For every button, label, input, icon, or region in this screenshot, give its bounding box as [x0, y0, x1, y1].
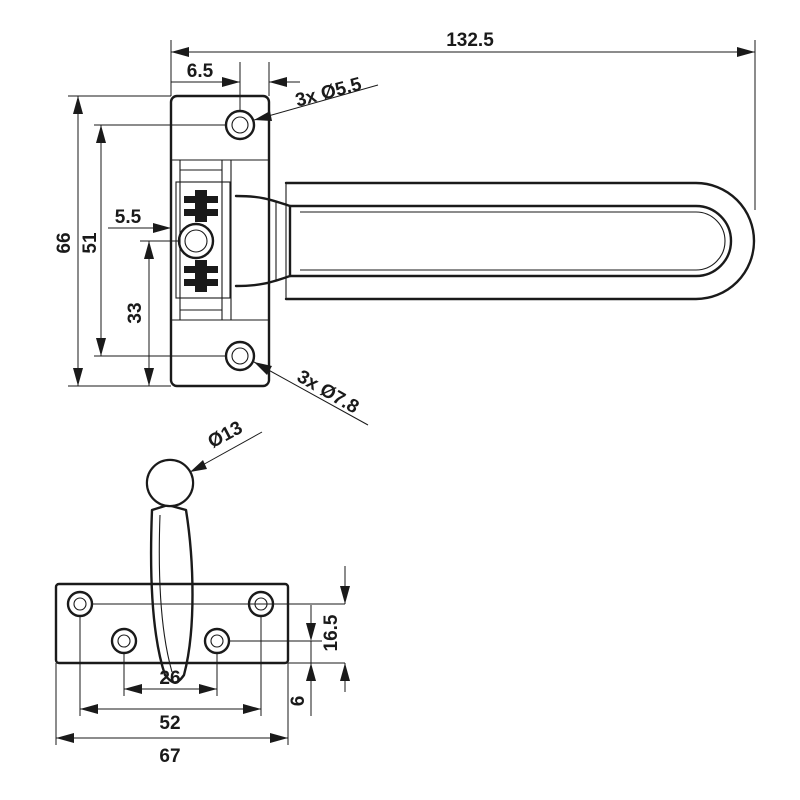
label-plate-width: 67 [159, 746, 180, 767]
dimension-lines-bottom [55, 431, 350, 745]
label-lower-holes: 3x Ø7.8 [293, 366, 362, 418]
screw-hole [224, 340, 256, 372]
label-inner-spacing: 26 [159, 668, 180, 689]
label-edge-offset: 6 [288, 696, 309, 707]
knob-plate-front-view [54, 458, 290, 684]
arm-hinge-body [234, 194, 292, 288]
plate-screw-hole [66, 590, 94, 618]
spring-clip [184, 190, 218, 222]
base-plate [54, 582, 290, 665]
label-center-offset: 5.5 [115, 207, 142, 228]
arm-channel-line [300, 211, 726, 271]
knob-ball-fill [148, 461, 192, 505]
label-knob-diameter: Ø13 [205, 417, 247, 452]
guard-arm-inner [288, 204, 733, 278]
plate-inner-frame [171, 159, 269, 321]
knob-ball [145, 458, 195, 508]
label-upper-holes: 3x Ø5.5 [293, 74, 364, 112]
plate-screw-hole [203, 627, 231, 655]
screw-hole [224, 109, 256, 141]
door-guard-top-view [169, 94, 756, 388]
plate-screw-hole [110, 627, 138, 655]
mounting-plate [169, 94, 271, 388]
pivot-hole [177, 222, 215, 260]
guard-arm-outer [284, 181, 756, 301]
label-plate-height: 16.5 [321, 614, 342, 651]
dimension-lines-top [68, 40, 756, 426]
dimension-labels: 132.5 6.5 3x Ø5.5 66 51 5.5 33 3x Ø7.8 Ø… [54, 30, 494, 767]
label-outer-spacing: 52 [159, 713, 180, 734]
label-hole-offset: 6.5 [187, 61, 214, 82]
knob-stem [149, 503, 194, 684]
spring-clip [184, 260, 218, 292]
label-overall-length: 132.5 [446, 30, 494, 51]
label-hole-spacing: 51 [80, 232, 101, 254]
label-overall-height: 66 [54, 232, 75, 253]
label-pin-height: 33 [125, 302, 146, 323]
